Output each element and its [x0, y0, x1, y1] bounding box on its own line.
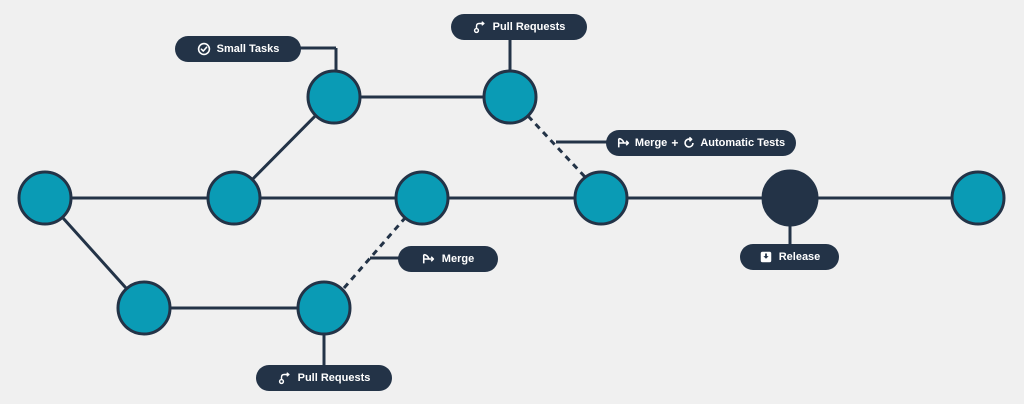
small-tasks-text: Small Tasks	[216, 43, 280, 55]
pull-request-icon	[473, 20, 487, 34]
pull-requests-top-label: Pull Requests	[451, 14, 587, 40]
edge-upper-2-to-main-3-merge	[526, 114, 588, 180]
merge-text: Merge	[441, 253, 475, 265]
pull-requests-bottom-text: Pull Requests	[297, 372, 371, 384]
inbox-download-icon	[759, 250, 773, 264]
commit-node-lower-2	[296, 280, 352, 336]
merge-tests-tests-text: Automatic Tests	[700, 137, 786, 149]
merge-tests-label: Merge + Automatic Tests	[606, 130, 796, 156]
release-node	[761, 169, 819, 227]
commit-node-main-3	[573, 170, 629, 226]
small-tasks-label: Small Tasks	[175, 36, 301, 62]
check-circle-icon	[197, 42, 211, 56]
commit-node-start	[17, 170, 73, 226]
pull-requests-top-text: Pull Requests	[492, 21, 566, 33]
merge-icon	[617, 136, 631, 150]
commit-node-lower-1	[116, 280, 172, 336]
merge-icon	[422, 252, 436, 266]
pull-requests-bottom-label: Pull Requests	[256, 365, 392, 391]
commit-node-main-2	[394, 170, 450, 226]
edge-lower-2-to-main-2-merge	[342, 217, 407, 289]
commit-node-end	[950, 170, 1006, 226]
commit-node-upper-1	[306, 69, 362, 125]
merge-label: Merge	[398, 246, 498, 272]
merge-tests-merge-text: Merge	[634, 137, 668, 149]
pull-request-icon	[278, 371, 292, 385]
release-label: Release	[740, 244, 839, 270]
release-text: Release	[778, 251, 821, 263]
refresh-icon	[682, 136, 696, 150]
commit-node-main-1	[206, 170, 262, 226]
merge-tests-plus-text: +	[671, 136, 679, 150]
commit-node-upper-2	[482, 69, 538, 125]
